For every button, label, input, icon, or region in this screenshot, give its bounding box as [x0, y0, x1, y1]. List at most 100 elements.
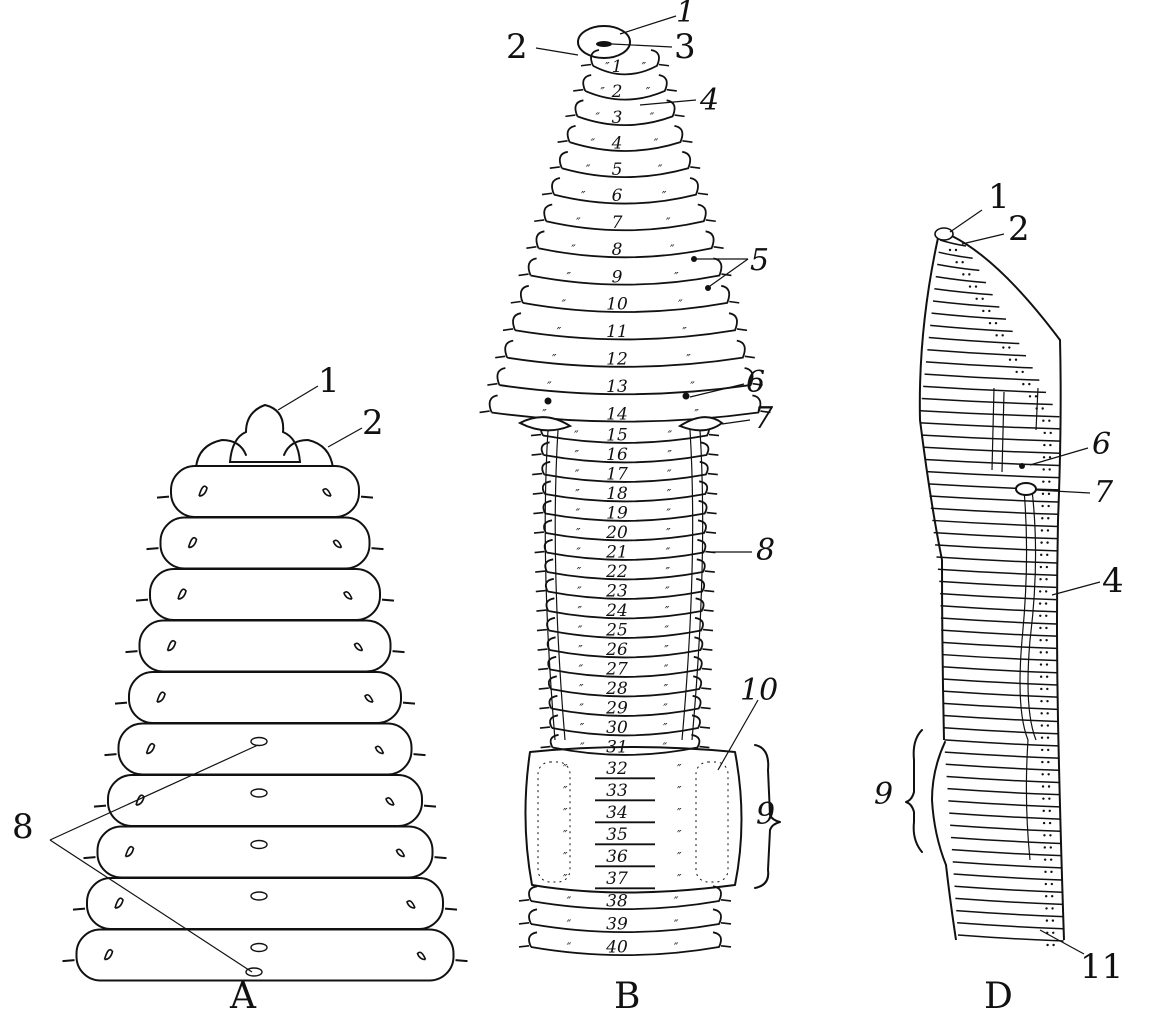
segment-d — [929, 496, 1058, 502]
dorsal-pore-a — [251, 789, 267, 797]
label-d-9: 9 — [874, 777, 893, 812]
label-b-2: 2 — [506, 27, 528, 67]
seta-dot-d — [995, 322, 997, 324]
segment-b-edge — [583, 75, 591, 91]
segment-number-b: 17 — [606, 464, 628, 484]
setae-mark-b: ″ — [665, 623, 670, 637]
seta-b-right — [675, 115, 685, 116]
segment-number-b: 9 — [612, 267, 623, 287]
label-d-2: 2 — [1008, 209, 1030, 249]
segment-b-edge — [546, 579, 554, 592]
segment-d — [946, 764, 1059, 770]
seta-dot-d — [981, 298, 983, 300]
setae-mark-b: ″ — [667, 448, 672, 462]
setae-mark-b: ″ — [677, 828, 682, 842]
segment-number-b: 5 — [612, 160, 623, 180]
seta-dot-d — [1045, 578, 1047, 580]
segment-d — [922, 435, 1060, 441]
segment-d — [935, 545, 1057, 551]
seta-b-left — [541, 747, 551, 748]
seta-dot-d — [989, 322, 991, 324]
segment-d — [926, 362, 1033, 368]
seta-b-left — [531, 435, 541, 436]
setae-mark-b: ″ — [547, 380, 552, 394]
seta-b-left — [534, 220, 544, 221]
seta-a-left — [73, 909, 85, 910]
segment-number-b: 16 — [606, 445, 628, 465]
female-pore-right — [683, 393, 690, 400]
segment-number-b: 21 — [605, 542, 628, 562]
seta-b-right — [729, 302, 739, 303]
seta-dot-d — [1039, 627, 1041, 629]
setae-mark-b: ″ — [578, 604, 583, 618]
segment-d — [944, 740, 1058, 746]
seta-dot-d — [1042, 493, 1044, 495]
segment-number-b: 36 — [606, 847, 628, 867]
label-d-11: 11 — [1080, 947, 1123, 987]
seta-dot-d — [1047, 773, 1049, 775]
setae-mark-b: ″ — [674, 270, 679, 284]
label-d-7: 7 — [1094, 475, 1114, 510]
setae-mark-b: ″ — [664, 682, 669, 696]
seta-b-right — [709, 435, 719, 436]
setae-mark-b: ″ — [605, 60, 610, 74]
seta-b-left — [503, 329, 513, 330]
setae-mark-b: ″ — [677, 850, 682, 864]
seta-dot-d — [1045, 895, 1047, 897]
segment-d — [937, 264, 979, 270]
seta-b-left — [540, 727, 550, 728]
segment-d — [956, 911, 1063, 917]
setae-mark-b: ″ — [563, 784, 568, 798]
seta-dot-d — [1021, 371, 1023, 373]
setae-mark-b: ″ — [665, 604, 670, 618]
leader-b-10 — [718, 700, 758, 770]
seta-a-left — [84, 857, 96, 858]
dorsal-pore-a — [251, 944, 267, 952]
segment-d — [943, 679, 1058, 685]
seta-a-left — [115, 703, 127, 704]
setae-mark-b: ″ — [600, 85, 605, 99]
segment-d — [942, 642, 1057, 648]
label-b-8: 8 — [756, 533, 775, 568]
setae-mark-b: ″ — [575, 487, 580, 501]
label-b-4: 4 — [699, 83, 719, 118]
seta-dot-d — [1008, 346, 1010, 348]
setae-mark-b: ″ — [567, 941, 572, 955]
label-d-6: 6 — [1092, 427, 1111, 462]
segment-number-b: 15 — [606, 425, 628, 445]
seta-a-left — [105, 754, 117, 755]
segment-d — [934, 289, 992, 295]
segment-d — [948, 801, 1059, 807]
segment-number-b: 22 — [605, 562, 628, 582]
seta-b-right — [690, 167, 700, 168]
setae-mark-b: ″ — [665, 584, 670, 598]
setae-mark-b: ″ — [686, 352, 691, 366]
seta-dot-d — [1039, 578, 1041, 580]
segments-d — [920, 228, 1064, 946]
seta-dot-d — [1047, 505, 1049, 507]
segment-b-edge — [560, 152, 568, 168]
seta-dot-d — [961, 261, 963, 263]
seta-b-right — [721, 900, 731, 901]
seta-dot-d — [1052, 919, 1054, 921]
segment-b — [538, 231, 713, 257]
seta-dot-d — [982, 310, 984, 312]
seta-dot-d — [1045, 883, 1047, 885]
setae-mark-b: ″ — [690, 380, 695, 394]
segment-d — [949, 813, 1060, 819]
panel-a-worm-head-dorsal: 1 2 8 A — [12, 361, 468, 1017]
label-d-4: 4 — [1102, 561, 1124, 601]
seta-dot-d — [1041, 724, 1043, 726]
seta-dot-d — [1022, 383, 1024, 385]
setae-mark-b: ″ — [668, 428, 673, 442]
seta-dot-d — [1043, 810, 1045, 812]
label-d-1: 1 — [988, 177, 1010, 217]
segment-b — [577, 100, 674, 125]
segment-d — [927, 472, 1060, 478]
segment-number-b: 14 — [606, 404, 628, 424]
seta-dot-d — [1039, 590, 1041, 592]
seta-a-left — [126, 651, 138, 652]
panel-d-worm-lateral: 1 2 6 7 4 9 11 D — [874, 177, 1124, 1017]
seta-dot-d — [1048, 785, 1050, 787]
seta-b-left — [565, 115, 575, 116]
